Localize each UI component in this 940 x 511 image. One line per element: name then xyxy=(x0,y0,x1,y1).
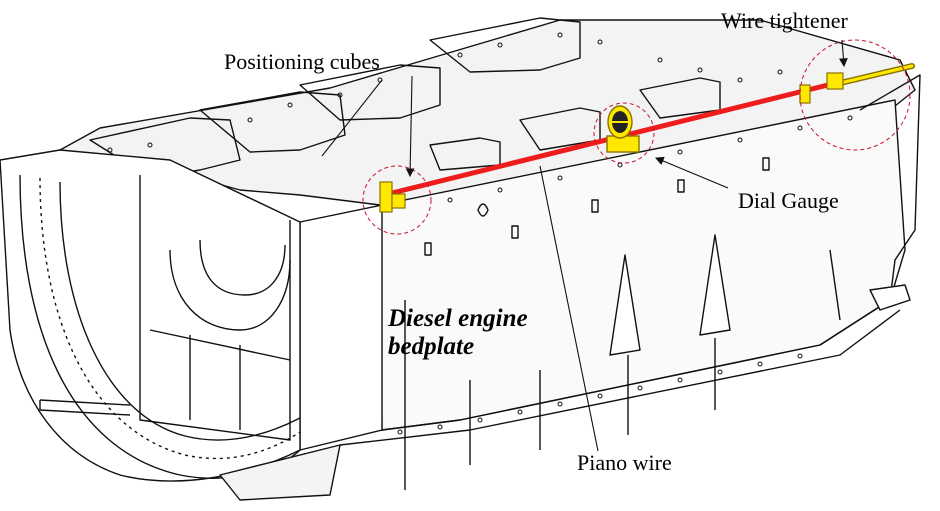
positioning-cube-left xyxy=(379,181,406,213)
highlight-circles xyxy=(362,39,911,235)
bedplate-label-line1: Diesel engine xyxy=(388,305,528,332)
dial-gauge xyxy=(606,105,640,153)
dial-gauge-label: Dial Gauge xyxy=(738,188,839,213)
leader-lines xyxy=(321,39,848,452)
piano-wire-label: Piano wire xyxy=(577,450,672,475)
bedplate-structure xyxy=(0,17,921,501)
deck-bolt-holes xyxy=(107,32,853,203)
bedplate-label: Diesel engine bedplate xyxy=(388,305,528,361)
positioning-cubes-label: Positioning cubes xyxy=(224,49,380,74)
bedplate-label-line2: bedplate xyxy=(388,333,475,360)
positioning-cube-right xyxy=(799,72,844,104)
wire-tightener-label: Wire tightener xyxy=(721,8,848,33)
